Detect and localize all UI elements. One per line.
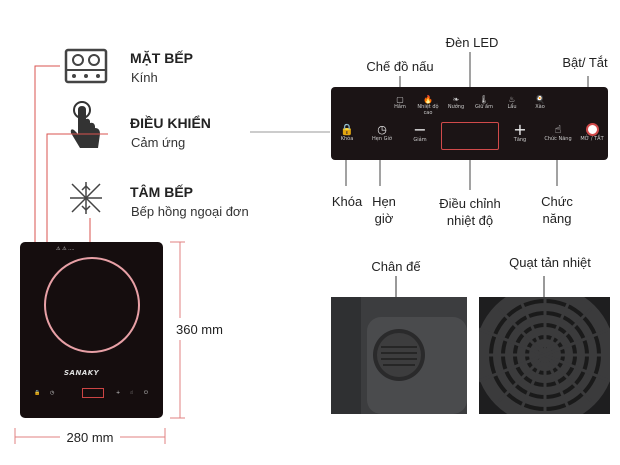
timer-key-label: Hẹn Giờ <box>372 136 392 142</box>
lock-icon: 🔒 <box>340 123 354 136</box>
pan-icon: 🍳 <box>535 95 545 104</box>
increase-key[interactable]: + Tăng <box>509 120 531 144</box>
increase-key-label: Tăng <box>513 137 527 143</box>
stove-power-icon: ⏻ <box>144 390 148 396</box>
mode-keep-warm-label: Giữ ấm <box>475 104 493 110</box>
cooktop-icon <box>64 48 108 84</box>
power-icon <box>585 123 599 136</box>
stove-control-row: 🔒 ◷ + ☝ ⏻ <box>30 388 155 410</box>
stove-warning-text: ⚠ ⚠ .... <box>56 246 75 252</box>
rubber-foot-icon <box>331 297 467 414</box>
feature-list: MẶT BẾP Kính ĐIỀU KHIỂN Cảm ứng TÂM BẾP … <box>0 0 300 230</box>
function-key[interactable]: ☝ Chức Năng <box>543 123 573 142</box>
lock-key[interactable]: 🔒 Khóa <box>337 123 357 142</box>
infrared-heat-icon <box>70 182 102 214</box>
control-panel: ▢Hầm 🔥Nhiệt độ cao ❧Nướng 🌡Giữ ấm ♨Lẩu 🍳… <box>331 87 608 160</box>
fan-photo <box>479 297 610 414</box>
mode-hotpot[interactable]: ♨Lẩu <box>499 95 525 110</box>
stove-plus-icon: + <box>116 390 121 396</box>
feature-subtitle-burner: Bếp hồng ngoại đơn <box>131 204 249 219</box>
feature-subtitle-control: Cảm ứng <box>131 135 186 150</box>
thermometer-icon: 🌡 <box>478 95 490 104</box>
plus-icon: + <box>513 120 527 139</box>
label-function: Chức năng <box>541 194 573 226</box>
lock-key-label: Khóa <box>340 136 354 142</box>
led-display <box>441 122 499 150</box>
touch-hand-icon <box>70 101 100 148</box>
cooking-zone <box>44 257 140 353</box>
stove-display <box>82 388 104 398</box>
feature-title-cooktop: MẶT BẾP <box>130 50 193 66</box>
mode-hotpot-label: Lẩu <box>507 104 517 110</box>
stove-hand-icon: ☝ <box>130 390 134 396</box>
finger-icon: ☝ <box>554 123 562 136</box>
minus-icon: − <box>413 120 427 139</box>
hotpot-icon: ♨ <box>508 95 516 104</box>
mode-high-heat[interactable]: 🔥Nhiệt độ cao <box>415 95 441 116</box>
feature-title-control: ĐIỀU KHIỂN <box>130 115 211 131</box>
mode-stew-label: Hầm <box>394 104 406 110</box>
mode-stir-fry-label: Xào <box>535 104 545 110</box>
function-key-label: Chức Năng <box>544 136 572 142</box>
mode-stir-fry[interactable]: 🍳Xào <box>527 95 553 110</box>
stove-timer-icon: ◷ <box>50 390 55 396</box>
cooling-fan-icon <box>479 297 610 414</box>
timer-key[interactable]: ◷ Hẹn Giờ <box>369 123 395 142</box>
stove-top-view: ⚠ ⚠ .... SANAKY 🔒 ◷ + ☝ ⏻ <box>20 242 163 418</box>
label-lock: Khóa <box>331 194 363 209</box>
mode-grill-label: Nướng <box>447 104 465 110</box>
label-cook-modes: Chế đồ nấu <box>366 59 434 74</box>
stove-lock-icon: 🔒 <box>34 390 41 396</box>
label-timer: Hẹn giờ <box>372 194 396 226</box>
label-temperature: Điều chỉnh nhiệt độ <box>439 196 501 228</box>
width-dimension: 280 mm <box>66 430 114 445</box>
mode-grill[interactable]: ❧Nướng <box>443 95 469 110</box>
mode-keep-warm[interactable]: 🌡Giữ ấm <box>471 95 497 110</box>
foot-caption: Chân đế <box>371 259 421 274</box>
flame-icon: 🔥 <box>423 95 433 104</box>
decrease-key[interactable]: − Giảm <box>409 120 431 144</box>
mode-stew[interactable]: ▢Hầm <box>387 95 413 110</box>
stove-brand: SANAKY <box>64 369 100 377</box>
label-power: Bật/ Tắt <box>562 55 608 70</box>
height-dimension: 360 mm <box>176 322 223 337</box>
label-led: Đèn LED <box>445 35 499 50</box>
feature-title-burner: TÂM BẾP <box>130 184 193 200</box>
stew-icon: ▢ <box>396 95 404 104</box>
clock-icon: ◷ <box>377 123 387 136</box>
decrease-key-label: Giảm <box>413 137 427 143</box>
foot-photo <box>331 297 467 414</box>
power-key-label: MỞ / TẮT <box>580 136 604 142</box>
mode-high-heat-label: Nhiệt độ cao <box>417 104 439 116</box>
power-key[interactable]: MỞ / TẮT <box>579 123 605 142</box>
feature-subtitle-cooktop: Kính <box>131 70 158 85</box>
fan-caption: Quạt tản nhiệt <box>509 255 591 270</box>
cook-mode-row: ▢Hầm 🔥Nhiệt độ cao ❧Nướng 🌡Giữ ấm ♨Lẩu 🍳… <box>387 95 557 117</box>
grill-icon: ❧ <box>452 95 460 104</box>
